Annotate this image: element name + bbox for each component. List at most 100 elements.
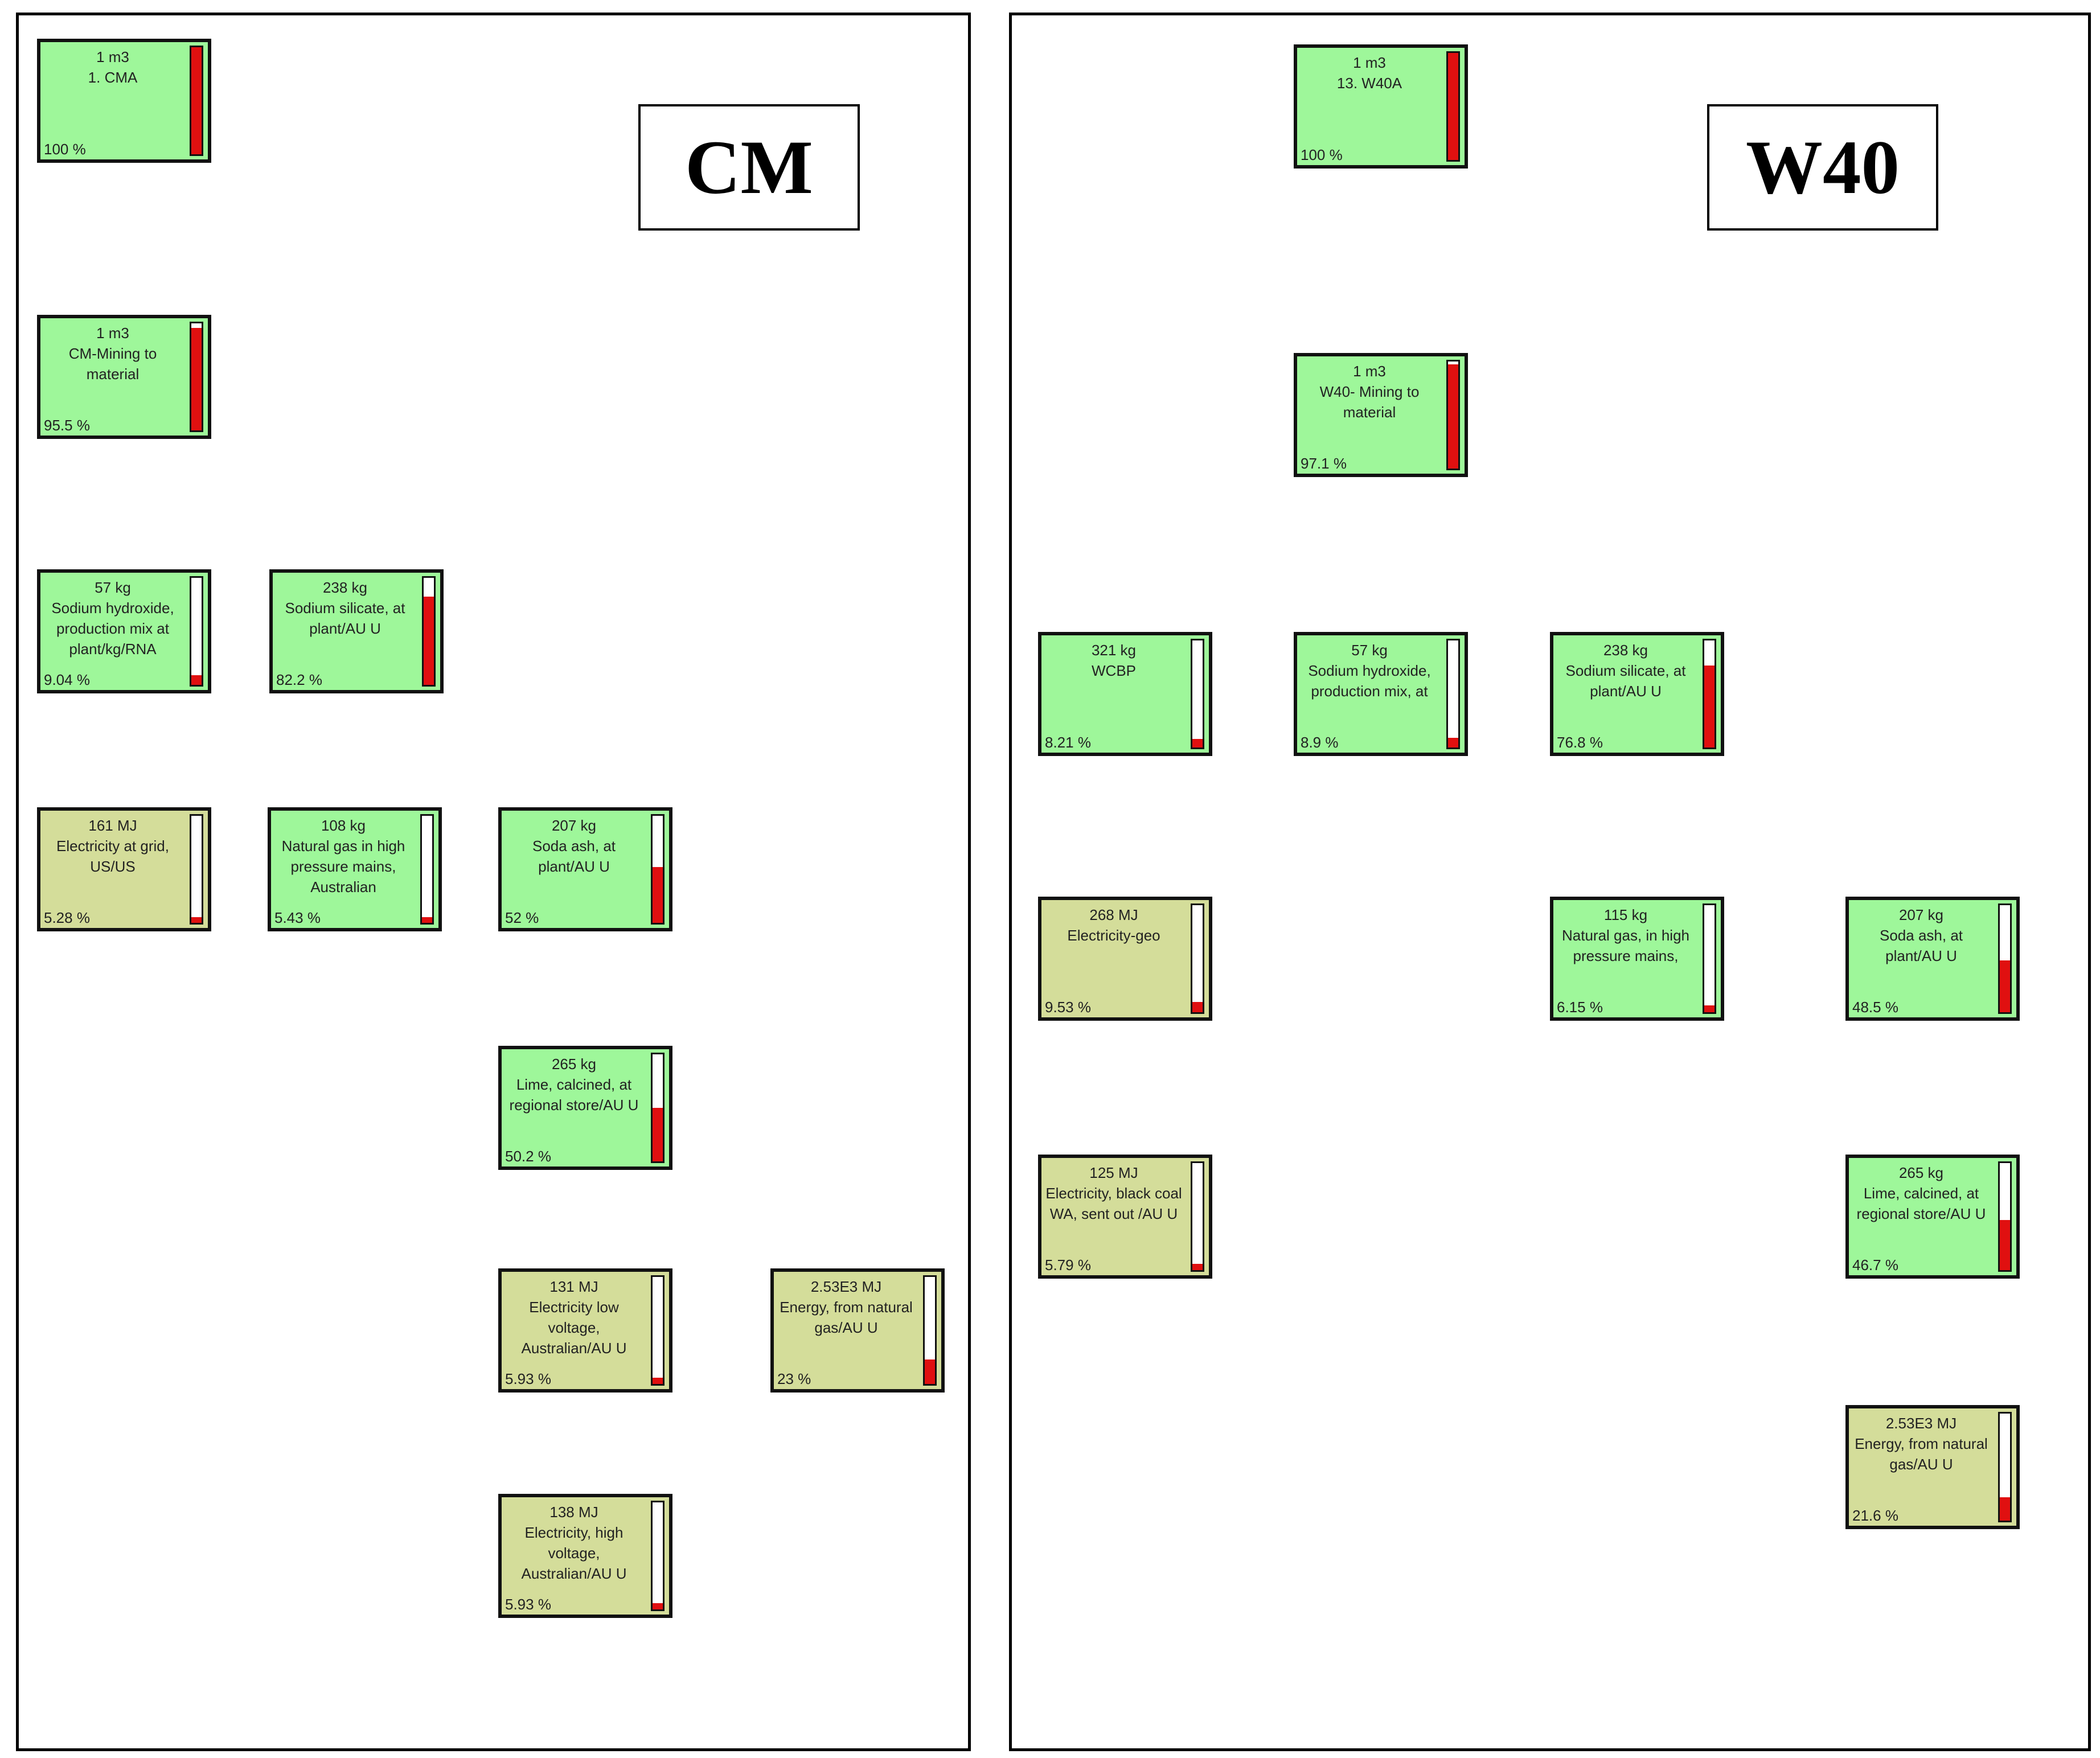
node-amount: 1 m3 <box>1353 363 1386 380</box>
node-label: Natural gas, in high pressure mains, <box>1561 927 1690 964</box>
contribution-meter-fill <box>653 867 663 923</box>
node-percent: 100 % <box>44 141 86 158</box>
node-label: Lime, calcined, at regional store/AU U <box>1856 1185 1986 1222</box>
node-percent: 46.7 % <box>1852 1256 1898 1274</box>
contribution-meter-fill <box>422 917 432 923</box>
node-label: Soda ash, at plant/AU U <box>1880 927 1963 964</box>
node-percent: 5.79 % <box>1045 1256 1091 1274</box>
contribution-meter-fill <box>191 328 202 430</box>
node-label: Natural gas in high pressure mains, Aust… <box>281 837 405 896</box>
contribution-meter <box>190 46 203 156</box>
contribution-meter-fill <box>653 1107 663 1161</box>
node-amount: 321 kg <box>1091 642 1137 659</box>
contribution-meter <box>651 1053 665 1163</box>
node-percent: 8.9 % <box>1301 734 1339 751</box>
contribution-meter <box>190 322 203 432</box>
contribution-meter <box>1191 639 1204 749</box>
contribution-meter <box>1703 639 1716 749</box>
cm-panel-title: CM <box>638 104 860 231</box>
node-percent: 8.21 % <box>1045 734 1091 751</box>
node-text: 57 kg Sodium hydroxide, production mix, a… <box>1301 640 1438 701</box>
node-label: Soda ash, at plant/AU U <box>532 837 616 875</box>
node-percent: 5.93 % <box>505 1596 551 1613</box>
node-amount: 1 m3 <box>1353 54 1386 71</box>
node-label: Electricity, black coal WA, sent out /AU… <box>1045 1185 1182 1222</box>
contribution-meter-fill <box>424 597 434 685</box>
cm-node-natural-gas[interactable]: 108 kg Natural gas in high pressure mains… <box>268 807 442 931</box>
contribution-meter <box>651 1275 665 1386</box>
contribution-meter-fill <box>925 1359 935 1384</box>
node-amount: 238 kg <box>322 579 368 596</box>
contribution-meter <box>923 1275 937 1386</box>
contribution-meter-fill <box>1192 1264 1203 1270</box>
node-amount: 1 m3 <box>96 48 129 65</box>
node-percent: 21.6 % <box>1852 1507 1898 1524</box>
node-amount: 161 MJ <box>88 817 137 834</box>
node-percent: 97.1 % <box>1301 455 1347 472</box>
node-label: Sodium hydroxide, production mix, at <box>1308 662 1431 700</box>
node-percent: 9.53 % <box>1045 999 1091 1016</box>
contribution-meter-fill <box>1704 1005 1715 1012</box>
node-percent: 23 % <box>777 1370 811 1387</box>
contribution-meter <box>422 576 436 687</box>
node-amount: 265 kg <box>551 1055 597 1073</box>
contribution-meter <box>1998 1412 2012 1522</box>
node-percent: 76.8 % <box>1557 734 1603 751</box>
node-text: 161 MJ Electricity at grid, US/US <box>44 815 182 877</box>
w40-node-sodium-hydroxide[interactable]: 57 kg Sodium hydroxide, production mix, a… <box>1294 632 1468 756</box>
node-amount: 115 kg <box>1603 906 1648 923</box>
contribution-meter <box>1446 639 1460 749</box>
node-percent: 5.93 % <box>505 1370 551 1387</box>
node-amount: 207 kg <box>1898 906 1944 923</box>
contribution-meter <box>1191 903 1204 1014</box>
contribution-meter <box>420 814 434 925</box>
node-label: Energy, from natural gas/AU U <box>1855 1435 1988 1473</box>
node-percent: 100 % <box>1301 146 1343 163</box>
node-amount: 207 kg <box>551 817 597 834</box>
node-text: 321 kg WCBP <box>1045 640 1183 681</box>
contribution-meter <box>190 814 203 925</box>
node-amount: 138 MJ <box>549 1504 598 1521</box>
node-amount: 108 kg <box>321 817 366 834</box>
node-text: 207 kg Soda ash, at plant/AU U <box>1852 905 1990 966</box>
contribution-meter-fill <box>1448 738 1458 747</box>
contribution-meter-fill <box>2000 960 2010 1012</box>
node-text: 115 kg Natural gas, in high pressure main… <box>1557 905 1695 966</box>
w40-node-wcbp[interactable]: 321 kg WCBP 8.21 % <box>1038 632 1212 756</box>
contribution-meter-fill <box>2000 1220 2010 1270</box>
node-amount: 57 kg <box>1351 642 1388 659</box>
node-label: Sodium hydroxide, production mix at plan… <box>51 599 174 658</box>
w40-panel-title: W40 <box>1707 104 1938 231</box>
node-label: Electricity at grid, US/US <box>56 837 169 875</box>
node-label: WCBP <box>1092 662 1136 679</box>
w40-node-natural-gas[interactable]: 115 kg Natural gas, in high pressure main… <box>1550 897 1724 1021</box>
contribution-meter <box>1446 51 1460 162</box>
